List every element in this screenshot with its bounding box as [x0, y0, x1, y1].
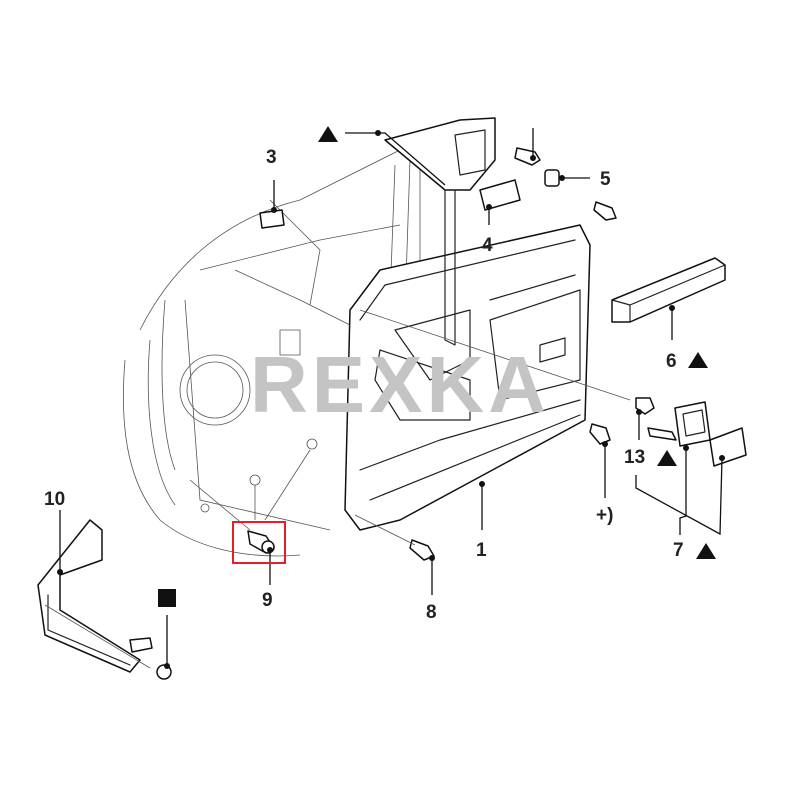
- callout-1: 1: [476, 540, 487, 561]
- callout-3: 3: [266, 147, 277, 168]
- screw-top: [514, 147, 541, 166]
- screw-9: [247, 530, 275, 554]
- callout-8: 8: [426, 602, 437, 623]
- clip-3: [259, 209, 285, 229]
- highlight-box-part-9: [232, 521, 286, 564]
- clip-5: [544, 169, 560, 187]
- screw-upper-right: [593, 201, 617, 221]
- triangle-marker-icon: [657, 450, 677, 466]
- screw-plus: [589, 423, 611, 445]
- callout-7: 7: [673, 540, 684, 561]
- watermark: REXKA: [250, 340, 551, 429]
- handle-bracket: [384, 117, 496, 346]
- door-frame: [122, 139, 421, 557]
- callout-9: 9: [262, 590, 273, 611]
- triangle-marker-icon: [688, 352, 708, 368]
- triangle-marker-icon: [696, 543, 716, 559]
- inner-handle: [647, 401, 711, 447]
- callout-6: 6: [666, 351, 677, 372]
- square-marker-icon: [158, 589, 176, 607]
- callout-lines: [44, 128, 723, 669]
- callout-13: 13: [624, 447, 646, 468]
- door-trim-panel: [344, 224, 591, 531]
- support-bracket-10: [37, 519, 172, 680]
- handle-cover: [709, 427, 747, 467]
- callout-5: 5: [600, 169, 611, 190]
- armrest-trim: [611, 257, 726, 323]
- callout-dots: [57, 130, 725, 669]
- callout-4: 4: [482, 235, 493, 256]
- clip-4: [479, 179, 521, 211]
- triangle-marker-icon: [318, 126, 338, 142]
- callout-10: 10: [44, 489, 66, 510]
- callout-plus: +): [596, 505, 614, 526]
